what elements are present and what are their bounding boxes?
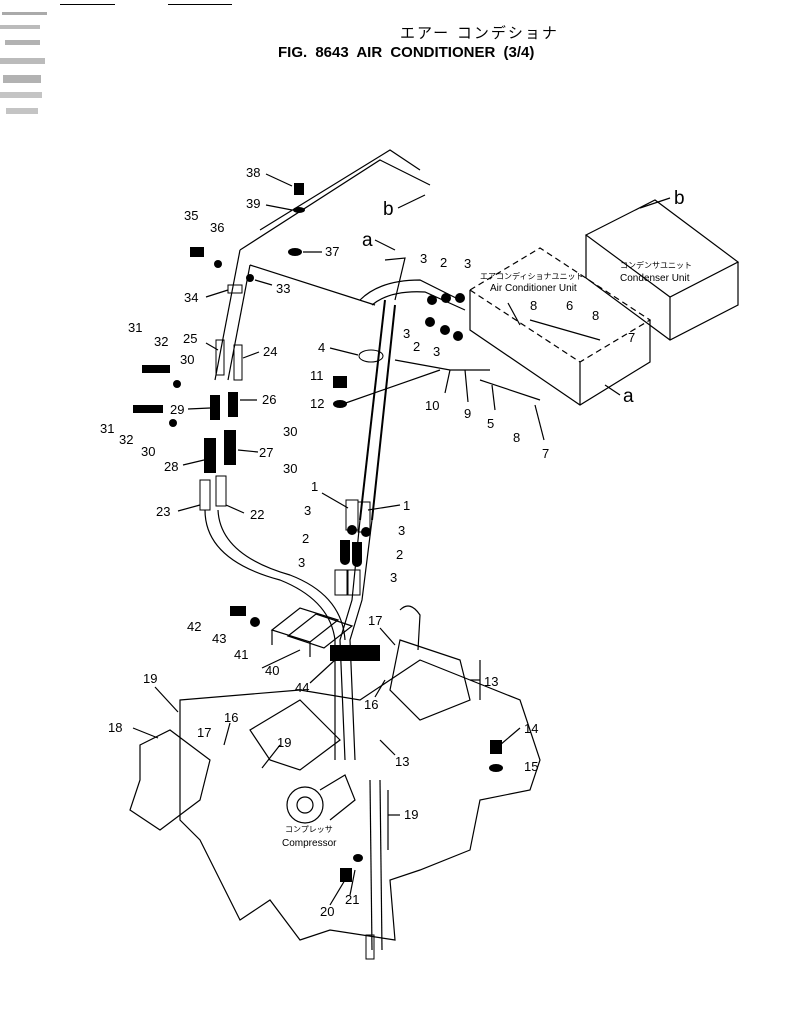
callout-19c: 19 xyxy=(404,807,418,822)
scan-noise xyxy=(0,4,232,114)
callout-20: 20 xyxy=(320,904,334,919)
callout-11: 11 xyxy=(310,368,324,383)
callout-2b: 2 xyxy=(413,339,420,354)
callout-7b: 7 xyxy=(628,330,635,345)
callout-8c: 8 xyxy=(592,308,599,323)
callout-14: 14 xyxy=(524,721,538,736)
callout-37: 37 xyxy=(325,244,339,259)
callout-6: 6 xyxy=(566,298,573,313)
callout-9: 9 xyxy=(464,406,471,421)
callout-30: 30 xyxy=(180,352,194,367)
leader-lines xyxy=(132,173,545,906)
callout-3d: 3 xyxy=(433,344,440,359)
callout-30d: 30 xyxy=(283,461,297,476)
callout-1b: 1 xyxy=(403,498,410,513)
condenser-unit-jp-label: コンデンサユニット xyxy=(620,260,692,270)
callout-35: 35 xyxy=(184,208,198,223)
ref-b-left: b xyxy=(383,199,394,220)
callout-39: 39 xyxy=(246,196,260,211)
bracket xyxy=(270,607,354,657)
callout-28: 28 xyxy=(164,459,178,474)
callout-27: 27 xyxy=(259,445,273,460)
callout-30b: 30 xyxy=(141,444,155,459)
callout-3f: 3 xyxy=(398,523,405,538)
hose-lines xyxy=(204,149,601,951)
callout-43: 43 xyxy=(212,631,226,646)
callout-32b: 32 xyxy=(119,432,133,447)
callout-32: 32 xyxy=(154,334,168,349)
callout-8a: 8 xyxy=(513,430,520,445)
callout-26: 26 xyxy=(262,392,276,407)
callout-8b: 8 xyxy=(530,298,537,313)
ref-a-right: a xyxy=(623,386,634,407)
callout-2c: 2 xyxy=(302,531,309,546)
callout-5: 5 xyxy=(487,416,494,431)
callout-36: 36 xyxy=(210,220,224,235)
callout-13b: 13 xyxy=(395,754,409,769)
callout-3g: 3 xyxy=(298,555,305,570)
callout-17b: 17 xyxy=(197,725,211,740)
callout-10: 10 xyxy=(425,398,439,413)
callout-30c: 30 xyxy=(283,424,297,439)
callout-1a: 1 xyxy=(311,479,318,494)
ac-unit-label: Air Conditioner Unit xyxy=(490,283,577,294)
ref-b-right: b xyxy=(674,188,685,209)
callout-38: 38 xyxy=(246,165,260,180)
callout-12: 12 xyxy=(310,396,324,411)
engine-block: コンプレッサ Compressor xyxy=(129,605,541,941)
callout-7a: 7 xyxy=(542,446,549,461)
callout-3h: 3 xyxy=(390,570,397,585)
callout-23: 23 xyxy=(156,504,170,519)
condenser-unit: コンデンサユニット Condenser Unit xyxy=(584,199,740,341)
callout-3e: 3 xyxy=(304,503,311,518)
callout-22: 22 xyxy=(250,507,264,522)
callout-34: 34 xyxy=(184,290,198,305)
ac-unit-jp-label: エアコンディショナユニット xyxy=(480,271,583,281)
callout-3b: 3 xyxy=(464,256,471,271)
callout-19b: 19 xyxy=(277,735,291,750)
callout-40: 40 xyxy=(265,663,279,678)
callout-31b: 31 xyxy=(100,421,114,436)
callout-3a: 3 xyxy=(420,251,427,266)
callout-3c: 3 xyxy=(403,326,410,341)
callout-4: 4 xyxy=(318,340,325,355)
callout-33: 33 xyxy=(276,281,290,296)
condenser-unit-label: Condenser Unit xyxy=(620,273,690,284)
callout-numbers: 38 39 35 36 37 34 33 31 32 25 24 30 29 2… xyxy=(100,165,635,919)
callout-18: 18 xyxy=(108,720,122,735)
callout-31: 31 xyxy=(128,320,142,335)
callout-41: 41 xyxy=(234,647,248,662)
compressor-label: Compressor xyxy=(282,838,337,849)
callout-42: 42 xyxy=(187,619,201,634)
air-conditioner-unit: エアコンディショナユニット Air Conditioner Unit xyxy=(468,247,652,406)
callout-19a: 19 xyxy=(143,671,157,686)
callout-24: 24 xyxy=(263,344,277,359)
callout-15: 15 xyxy=(524,759,538,774)
callout-2d: 2 xyxy=(396,547,403,562)
callout-16b: 16 xyxy=(224,710,238,725)
figure-title-japanese: エアー コンデショナ xyxy=(400,24,559,42)
fittings xyxy=(133,183,503,960)
compressor-jp-label: コンプレッサ xyxy=(285,825,333,834)
reference-letters: b b a a xyxy=(362,188,685,407)
callout-13a: 13 xyxy=(484,674,498,689)
callout-21: 21 xyxy=(345,892,359,907)
callout-25: 25 xyxy=(183,331,197,346)
callout-2a: 2 xyxy=(440,255,447,270)
callout-17a: 17 xyxy=(368,613,382,628)
callout-44: 44 xyxy=(295,680,309,695)
callout-16a: 16 xyxy=(364,697,378,712)
figure-title: FIG. 8643 AIR CONDITIONER (3/4) xyxy=(278,44,535,61)
ref-a-top: a xyxy=(362,230,373,251)
callout-29: 29 xyxy=(170,402,184,417)
